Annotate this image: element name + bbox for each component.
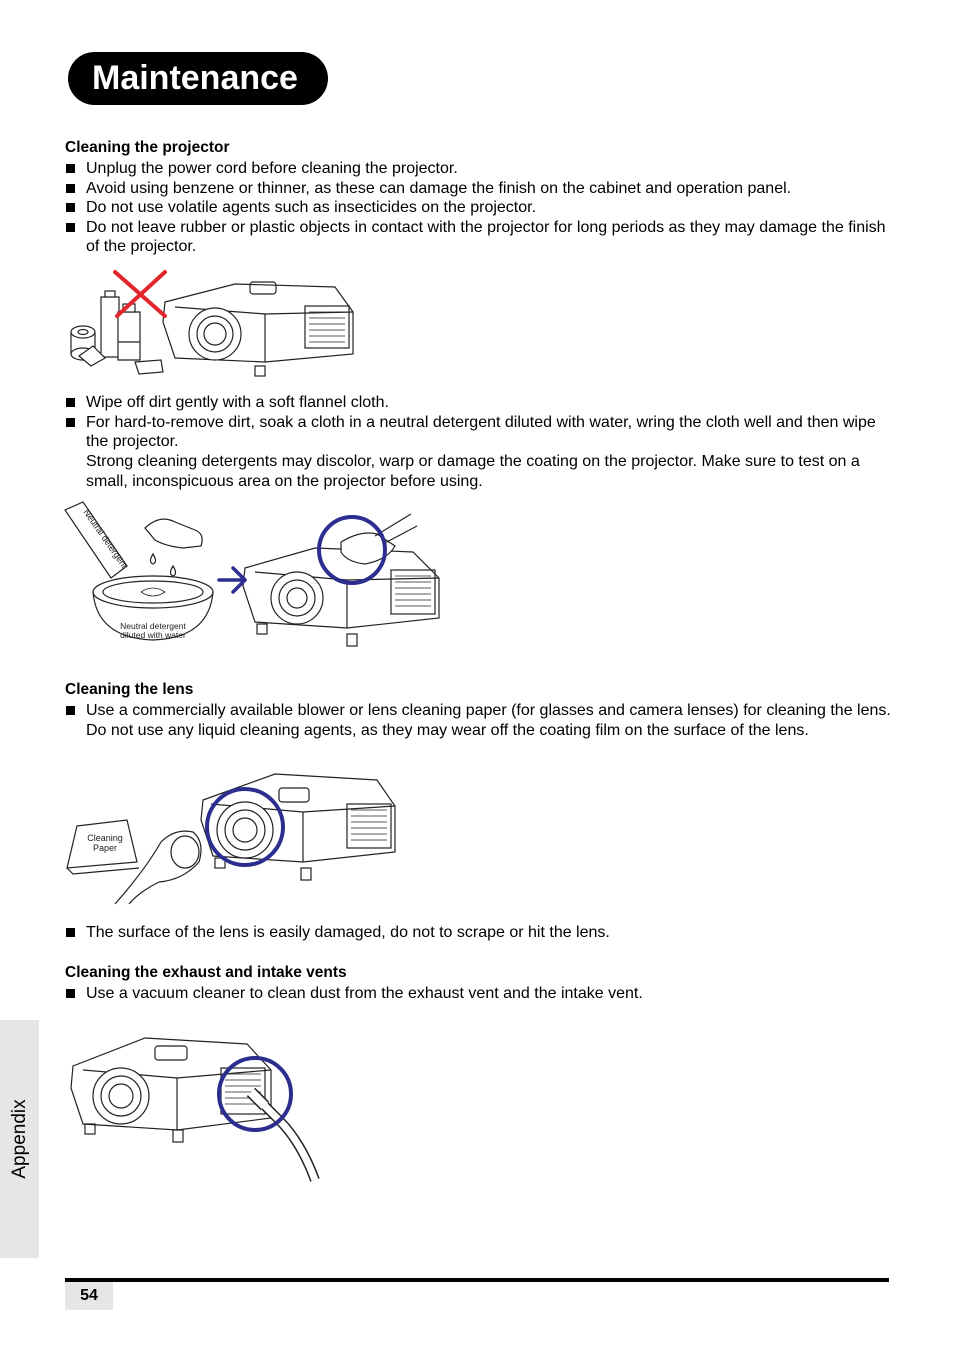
- footer-rule: [65, 1278, 889, 1282]
- figure-no-chemicals: [70, 270, 354, 377]
- appendix-side-tab: Appendix: [0, 1020, 39, 1258]
- list-item: Use a commercially available blower or l…: [65, 701, 895, 740]
- list-item: Wipe off dirt gently with a soft flannel…: [65, 393, 895, 413]
- lens-bullet-list: Use a commercially available blower or l…: [65, 701, 895, 740]
- section-heading-projector: Cleaning the projector: [65, 139, 230, 156]
- list-item: Do not leave rubber or plastic objects i…: [65, 218, 895, 257]
- bowl-label-line1: Neutral detergent: [120, 621, 186, 631]
- paper-label-line1: Cleaning: [87, 833, 123, 843]
- paper-label-line2: Paper: [93, 843, 117, 853]
- lens-bullet-list-2: The surface of the lens is easily damage…: [65, 923, 895, 943]
- note-text: Strong cleaning detergents may discolor,…: [86, 452, 860, 491]
- section-heading-lens: Cleaning the lens: [65, 681, 194, 698]
- page-number: 54: [65, 1282, 113, 1310]
- figure-lens-cleaning: Cleaning Paper: [66, 773, 396, 905]
- figure-vent-cleaning: [70, 1037, 320, 1182]
- list-item: Use a vacuum cleaner to clean dust from …: [65, 984, 895, 1004]
- highlight-circle: [217, 1056, 293, 1132]
- list-item: Avoid using benzene or thinner, as these…: [65, 179, 895, 199]
- projector-bullet-list: Unplug the power cord before cleaning th…: [65, 159, 895, 257]
- highlight-circle: [317, 515, 387, 585]
- list-item: For hard-to-remove dirt, soak a cloth in…: [65, 413, 895, 452]
- vents-bullet-list: Use a vacuum cleaner to clean dust from …: [65, 984, 895, 1004]
- wipe-bullet-list: Wipe off dirt gently with a soft flannel…: [65, 393, 895, 493]
- side-tab-label: Appendix: [8, 1099, 30, 1179]
- page-title: Maintenance: [68, 52, 328, 105]
- list-item: Do not use volatile agents such as insec…: [65, 198, 895, 218]
- highlight-circle: [205, 787, 285, 867]
- arrow-right-icon: [217, 566, 247, 594]
- list-item: The surface of the lens is easily damage…: [65, 923, 895, 943]
- bowl-label-line2: diluted with water: [120, 630, 186, 640]
- section-heading-vents: Cleaning the exhaust and intake vents: [65, 964, 347, 981]
- figure-detergent-cleaning: Neutral detergent Neutral detergent dilu…: [64, 501, 440, 647]
- list-item: Unplug the power cord before cleaning th…: [65, 159, 895, 179]
